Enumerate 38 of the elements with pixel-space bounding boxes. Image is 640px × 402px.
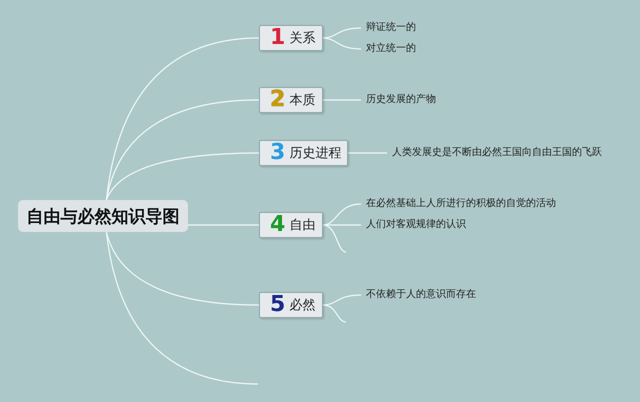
topic-number: 4 (270, 213, 286, 237)
topic-box (259, 140, 348, 166)
topic-box (259, 87, 323, 113)
branch-text: 在必然基础上人所进行的积极的自觉的活动 (366, 196, 556, 212)
topic-label: 必然 (289, 297, 316, 314)
branch-line (323, 224, 361, 226)
branch-text: 人们对客观规律的认识 (366, 217, 466, 233)
branch-line (322, 27, 362, 39)
branch-line (322, 224, 346, 253)
branch-text: 不依赖于人的意识而存在 (366, 287, 476, 303)
root-topic: 自由与必然知识导图 (18, 200, 188, 232)
branch-text: 历史发展的产物 (366, 92, 436, 108)
topic-number: 2 (270, 88, 286, 112)
topic-label: 本质 (289, 92, 316, 109)
topic-label: 自由 (289, 217, 316, 234)
branch-line (322, 304, 346, 323)
topic-box (259, 212, 323, 238)
branch-line (322, 203, 362, 226)
topic-number: 3 (270, 141, 286, 165)
branch-line (106, 232, 260, 306)
branch-text: 辩证统一的 (366, 20, 416, 36)
topic-box (259, 292, 323, 318)
topic-box (259, 25, 323, 51)
branch-line (106, 232, 258, 385)
branch-line (188, 224, 259, 226)
branch-line (106, 152, 259, 200)
branch-text: 人类发展史是不断由必然王国向自由王国的飞跃 (392, 145, 602, 161)
topic-label: 关系 (289, 30, 316, 47)
branch-line (348, 152, 387, 154)
branch-line (323, 99, 361, 101)
topic-number: 1 (270, 26, 286, 50)
branch-line (322, 37, 362, 50)
branch-line (106, 37, 260, 200)
branch-line (106, 99, 260, 200)
topic-label: 历史进程 (289, 145, 342, 162)
branch-text: 对立统一的 (366, 41, 416, 57)
topic-number: 5 (270, 293, 286, 317)
branch-line (322, 294, 362, 306)
